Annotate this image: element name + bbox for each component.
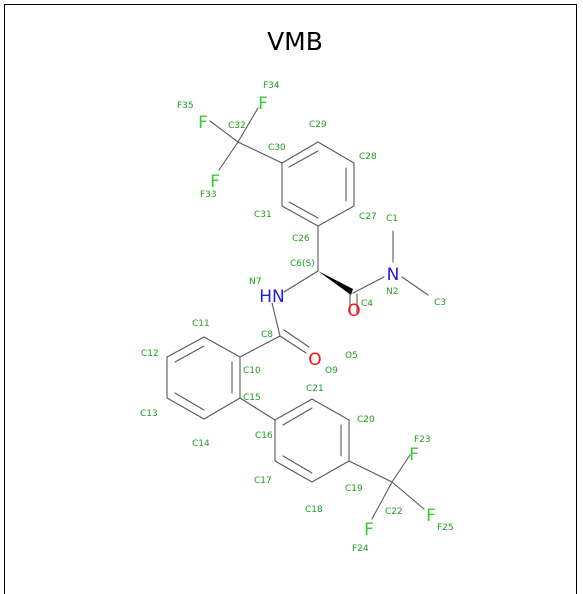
atom-label-n2: N2 bbox=[386, 287, 398, 297]
fluorine-symbol-f35: F bbox=[198, 113, 208, 133]
atom-label-c12: C12 bbox=[141, 349, 159, 359]
atom-label-c27: C27 bbox=[359, 212, 377, 222]
atom-label-f24: F24 bbox=[352, 544, 369, 554]
ring-benzamide bbox=[166, 336, 241, 420]
fluorine-symbol-f33: F bbox=[210, 172, 220, 192]
atom-label-c3: C3 bbox=[434, 298, 446, 308]
atom-label-f34: F34 bbox=[263, 81, 280, 91]
atom-label-f35: F35 bbox=[177, 101, 194, 111]
atom-label-c30: C30 bbox=[268, 143, 286, 153]
fluorine-symbol-f34: F bbox=[258, 94, 268, 114]
atom-label-c4: C4 bbox=[361, 299, 373, 309]
atom-label-o9: O9 bbox=[325, 366, 338, 376]
atom-label-c18: C18 bbox=[305, 505, 323, 515]
bond-c6-n7 bbox=[283, 270, 319, 293]
fluorine-symbol-f24: F bbox=[364, 520, 374, 540]
diagram-title: VMB bbox=[267, 27, 323, 56]
atom-label-c13: C13 bbox=[140, 409, 158, 419]
bond-c8-o9-b bbox=[283, 329, 310, 348]
fluorine-symbol-f25: F bbox=[426, 506, 436, 526]
atom-label-c19: C19 bbox=[345, 484, 363, 494]
atom-label-c17: C17 bbox=[254, 476, 272, 486]
atom-label-c28: C28 bbox=[359, 152, 377, 162]
bond-c4-n2 bbox=[352, 276, 385, 294]
bond-c8-c10 bbox=[239, 335, 281, 358]
atom-label-c22: C22 bbox=[385, 507, 403, 517]
atom-label-c10: C10 bbox=[243, 366, 261, 376]
wedge-bond-c6-c4 bbox=[318, 271, 353, 295]
atom-label-c29: C29 bbox=[309, 120, 327, 130]
oxygen-symbol-o9: O bbox=[308, 350, 321, 370]
atom-label-c31: C31 bbox=[254, 210, 272, 220]
nitrogen-symbol-n2: N bbox=[387, 265, 400, 285]
ring-trifluoromethylbiphenyl bbox=[274, 398, 350, 483]
atom-label-o5: O5 bbox=[345, 351, 358, 361]
atom-label-c6: C6(S) bbox=[290, 259, 315, 269]
atom-label-f25: F25 bbox=[437, 523, 454, 533]
atom-label-c11: C11 bbox=[192, 319, 210, 329]
fluorine-symbol-f23: F bbox=[409, 445, 419, 465]
atom-label-c20: C20 bbox=[357, 415, 375, 425]
nitrogen-symbol-n7: HN bbox=[259, 287, 285, 307]
atom-label-f33: F33 bbox=[200, 190, 217, 200]
atom-label-c8: C8 bbox=[261, 330, 273, 340]
ring-trifluoromethylphenyl bbox=[281, 141, 355, 227]
atom-label-c14: C14 bbox=[192, 439, 210, 449]
atom-label-c16: C16 bbox=[255, 431, 273, 441]
atom-label-c21: C21 bbox=[306, 384, 324, 394]
cf3-group-top bbox=[209, 107, 283, 171]
bond-n7-c8 bbox=[271, 302, 281, 337]
atom-label-c32: C32 bbox=[228, 121, 246, 131]
bond-c8-o9-a bbox=[279, 335, 307, 354]
atom-label-n7: N7 bbox=[249, 277, 261, 287]
diagram-frame bbox=[4, 4, 577, 594]
atom-label-c26: C26 bbox=[292, 234, 310, 244]
cf3-group-bottom bbox=[348, 454, 425, 520]
atom-label-c1: C1 bbox=[386, 214, 398, 224]
atom-label-c15: C15 bbox=[243, 393, 261, 403]
atom-label-f23: F23 bbox=[414, 435, 431, 445]
oxygen-symbol-o5: O bbox=[347, 301, 360, 321]
bond-n2-c3 bbox=[401, 276, 429, 296]
bond-c15-c16 bbox=[239, 397, 276, 421]
